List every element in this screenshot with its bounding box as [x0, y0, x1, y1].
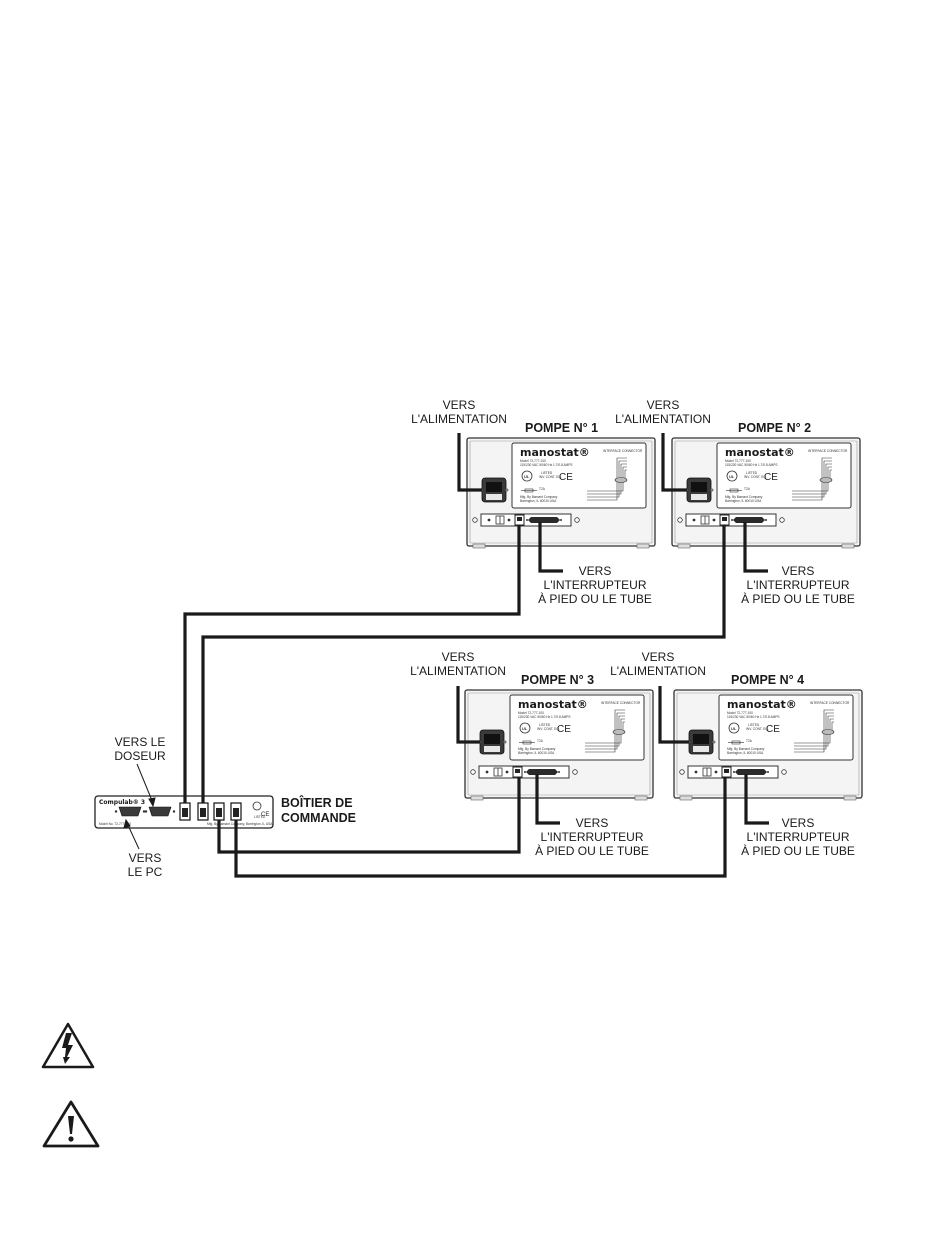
- label-line: DOSEUR: [114, 749, 166, 763]
- label-line: COMMANDE: [281, 811, 356, 825]
- label-line: À PIED OU LE TUBE: [538, 592, 652, 606]
- label-line: VERS: [128, 851, 162, 865]
- label-line: L'INTERRUPTEUR: [543, 578, 647, 592]
- caution-warning-icon: [42, 1100, 100, 1148]
- label-line: L'ALIMENTATION: [410, 664, 506, 678]
- footswitch-lead-pump-3: [535, 774, 560, 825]
- cable-pump-1: [183, 525, 521, 803]
- label-line: VERS: [442, 398, 476, 412]
- label-line: L'ALIMENTATION: [615, 412, 711, 426]
- label-line: VERS: [646, 398, 680, 412]
- label-line: VERS: [578, 564, 612, 578]
- pc-port: [118, 806, 142, 817]
- label-line: L'INTERRUPTEUR: [540, 830, 644, 844]
- doser-label: VERS LE DOSEUR: [100, 735, 180, 763]
- svg-text:Compulab® 3: Compulab® 3: [99, 799, 145, 806]
- pump-1-power-label: VERS L'ALIMENTATION: [404, 398, 514, 426]
- control-box-port-1: [179, 802, 191, 821]
- pump-3-title: POMPE N° 3: [521, 673, 595, 687]
- pc-pointer-arrow: [126, 822, 140, 850]
- power-lead-pump-2: [661, 433, 687, 492]
- pump-3: [464, 689, 654, 801]
- doser-pointer-arrow: [136, 763, 154, 804]
- control-box-title: BOÎTIER DE COMMANDE: [281, 796, 356, 826]
- label-line: BOÎTIER DE: [281, 796, 353, 810]
- power-lead-pump-4: [658, 686, 689, 744]
- pump-4: [673, 689, 863, 801]
- label-line: L'INTERRUPTEUR: [746, 578, 850, 592]
- pump-3-power-label: VERS L'ALIMENTATION: [403, 650, 513, 678]
- pump-1: [466, 437, 656, 549]
- power-lead-pump-3: [456, 686, 480, 744]
- footswitch-lead-pump-4: [744, 774, 769, 825]
- control-box: Compulab® 3 Model No. 72-777-100 Mfg. By…: [94, 795, 274, 829]
- pump-1-title: POMPE N° 1: [525, 421, 599, 435]
- pc-label: VERS LE PC: [105, 851, 185, 879]
- svg-text:LISTED: LISTED: [254, 815, 266, 819]
- cable-pump-2: [201, 525, 726, 803]
- pump-4-title: POMPE N° 4: [731, 673, 805, 687]
- footswitch-lead-pump-1: [538, 522, 563, 573]
- footswitch-lead-pump-2: [743, 522, 768, 573]
- label-line: À PIED OU LE TUBE: [741, 592, 855, 606]
- pump-4-power-label: VERS L'ALIMENTATION: [603, 650, 713, 678]
- pump-2-power-label: VERS L'ALIMENTATION: [608, 398, 718, 426]
- control-box-port-2: [197, 802, 209, 821]
- doser-port: [148, 806, 172, 817]
- pump-4-footswitch-label: VERS L'INTERRUPTEUR À PIED OU LE TUBE: [738, 816, 858, 858]
- label-line: À PIED OU LE TUBE: [741, 844, 855, 858]
- electric-shock-warning-icon: [41, 1022, 95, 1069]
- label-line: L'INTERRUPTEUR: [746, 830, 850, 844]
- pump-2-title: POMPE N° 2: [738, 421, 812, 435]
- svg-text:Model No. 72-777-100: Model No. 72-777-100: [99, 822, 131, 826]
- label-line: VERS: [641, 650, 675, 664]
- control-box-port-4: [230, 802, 242, 821]
- pump-2-footswitch-label: VERS L'INTERRUPTEUR À PIED OU LE TUBE: [738, 564, 858, 606]
- svg-text:CE: CE: [261, 812, 269, 818]
- cables: [183, 433, 769, 878]
- label-line: VERS: [781, 816, 815, 830]
- label-line: À PIED OU LE TUBE: [535, 844, 649, 858]
- label-line: VERS LE: [114, 735, 166, 749]
- label-line: VERS: [781, 564, 815, 578]
- pump-2: [671, 437, 861, 549]
- label-line: L'ALIMENTATION: [610, 664, 706, 678]
- control-box-port-3: [213, 802, 225, 821]
- label-line: VERS: [575, 816, 609, 830]
- pump-3-footswitch-label: VERS L'INTERRUPTEUR À PIED OU LE TUBE: [532, 816, 652, 858]
- svg-text:Mfg. By Barnant Company, Barri: Mfg. By Barnant Company, Barrington, IL …: [207, 822, 273, 826]
- power-lead-pump-1: [457, 433, 482, 492]
- pump-1-footswitch-label: VERS L'INTERRUPTEUR À PIED OU LE TUBE: [535, 564, 655, 606]
- label-line: L'ALIMENTATION: [411, 412, 507, 426]
- label-line: LE PC: [127, 865, 163, 879]
- cable-pump-4: [234, 777, 727, 878]
- cable-pump-3: [217, 777, 521, 854]
- label-line: VERS: [441, 650, 475, 664]
